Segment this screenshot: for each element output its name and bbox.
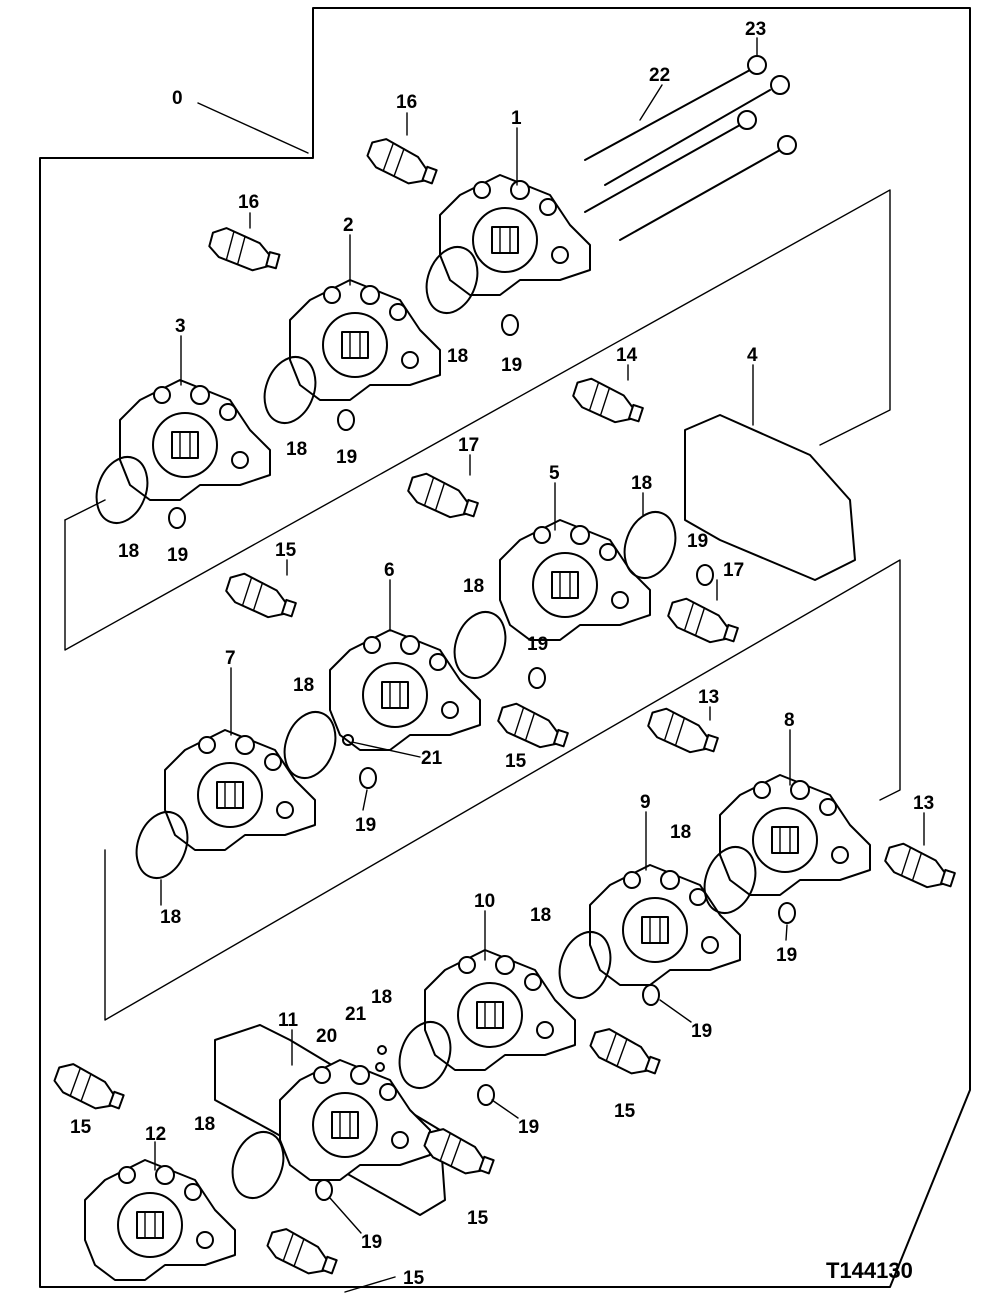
relief-valve-15-a (221, 569, 301, 625)
callout-15d: 15 (467, 1208, 489, 1229)
o-ring-19-b (337, 409, 355, 431)
callout-18d: 18 (631, 473, 652, 494)
callout-15a: 15 (275, 540, 297, 561)
relief-valve-13-b (880, 839, 960, 895)
callout-4: 4 (747, 345, 758, 366)
callout-11: 11 (278, 1010, 299, 1031)
callout-18b: 18 (286, 439, 307, 460)
callout-18k: 18 (194, 1114, 215, 1135)
callout-19b: 19 (336, 447, 357, 468)
valve-section-2 (289, 279, 441, 401)
callout-1: 1 (511, 108, 522, 129)
relief-valve-16-lower (205, 224, 284, 277)
callout-19d: 19 (687, 531, 708, 552)
callout-18g: 18 (160, 907, 181, 928)
callout-16b: 16 (238, 192, 259, 213)
group-outline-middle (104, 559, 901, 1021)
o-ring-19-a (501, 314, 519, 336)
valve-section-8 (719, 774, 871, 896)
plug-21-lower (377, 1045, 387, 1055)
relief-valve-14 (568, 374, 648, 430)
plug-21-upper (342, 734, 354, 746)
callout-16a: 16 (396, 92, 417, 113)
callout-18i: 18 (530, 905, 551, 926)
callout-3: 3 (175, 316, 186, 337)
relief-valve-15-f (262, 1224, 342, 1282)
callout-18j: 18 (371, 987, 392, 1008)
callout-19i: 19 (518, 1117, 539, 1138)
o-ring-19-h (642, 984, 660, 1006)
end-cover-4 (684, 414, 856, 581)
o-ring-19-g (778, 902, 796, 924)
callout-20: 20 (316, 1026, 337, 1047)
callout-15c: 15 (614, 1101, 636, 1122)
callout-7: 7 (225, 648, 236, 669)
relief-valve-17-lower (663, 594, 743, 650)
valve-section-9 (589, 864, 741, 986)
callout-18c: 18 (118, 541, 139, 562)
callout-9: 9 (640, 792, 651, 813)
callout-6: 6 (384, 560, 395, 581)
relief-valve-16-upper (362, 134, 442, 192)
callout-19j: 19 (361, 1232, 382, 1253)
relief-valve-17-upper (403, 469, 483, 525)
callout-15b: 15 (505, 751, 527, 772)
valve-section-12 (84, 1159, 236, 1281)
tie-rods (584, 55, 797, 241)
valve-section-6 (329, 629, 481, 751)
valve-section-1 (439, 174, 591, 296)
relief-valve-15-b (493, 699, 573, 755)
callout-13a: 13 (698, 687, 719, 708)
leader-lines (154, 37, 925, 1293)
callout-10: 10 (474, 891, 495, 912)
callouts: 0 1 2 3 4 5 6 7 8 9 10 11 12 13 13 14 15… (70, 19, 934, 1289)
callout-19a: 19 (501, 355, 522, 376)
ring-leaders (160, 789, 788, 1234)
callout-13b: 13 (913, 793, 934, 814)
callout-18e: 18 (463, 576, 484, 597)
callout-18f: 18 (293, 675, 314, 696)
callout-2: 2 (343, 215, 354, 236)
o-ring-19-e (528, 667, 546, 689)
o-ring-19-i (477, 1084, 495, 1106)
callout-15f: 15 (403, 1268, 425, 1289)
relief-valve-15-e (49, 1059, 129, 1117)
callout-14: 14 (616, 345, 638, 366)
callout-0: 0 (172, 88, 183, 109)
callout-18h: 18 (670, 822, 691, 843)
o-ring-19-f (359, 767, 377, 789)
callout-19c: 19 (167, 545, 188, 566)
callout-19e: 19 (527, 634, 548, 655)
callout-22: 22 (649, 65, 670, 86)
valve-section-11 (279, 1059, 431, 1181)
drawing-code: T144130 (826, 1258, 913, 1283)
valve-section-10 (424, 949, 576, 1071)
group-outline-upper (64, 189, 891, 651)
callout-23: 23 (745, 19, 766, 40)
callout-5: 5 (549, 463, 560, 484)
callout-21b: 21 (421, 748, 443, 769)
o-ring-19-j (315, 1179, 333, 1201)
callout-0-leader (197, 102, 309, 154)
assembly-frame (39, 7, 971, 1288)
callout-19f: 19 (355, 815, 376, 836)
callout-8: 8 (784, 710, 795, 731)
o-ring-19-c (168, 507, 186, 529)
callout-21a: 21 (345, 1004, 367, 1025)
callout-17b: 17 (723, 560, 744, 581)
valve-section-3 (119, 379, 271, 501)
callout-19g: 19 (776, 945, 797, 966)
o-ring-19-d (696, 564, 714, 586)
callout-19h: 19 (691, 1021, 712, 1042)
callout-17a: 17 (458, 435, 479, 456)
plug-20 (375, 1062, 385, 1072)
callout-18a: 18 (447, 346, 468, 367)
relief-valve-15-c (585, 1024, 665, 1082)
callout-12: 12 (145, 1124, 166, 1145)
callout-15e: 15 (70, 1117, 92, 1138)
